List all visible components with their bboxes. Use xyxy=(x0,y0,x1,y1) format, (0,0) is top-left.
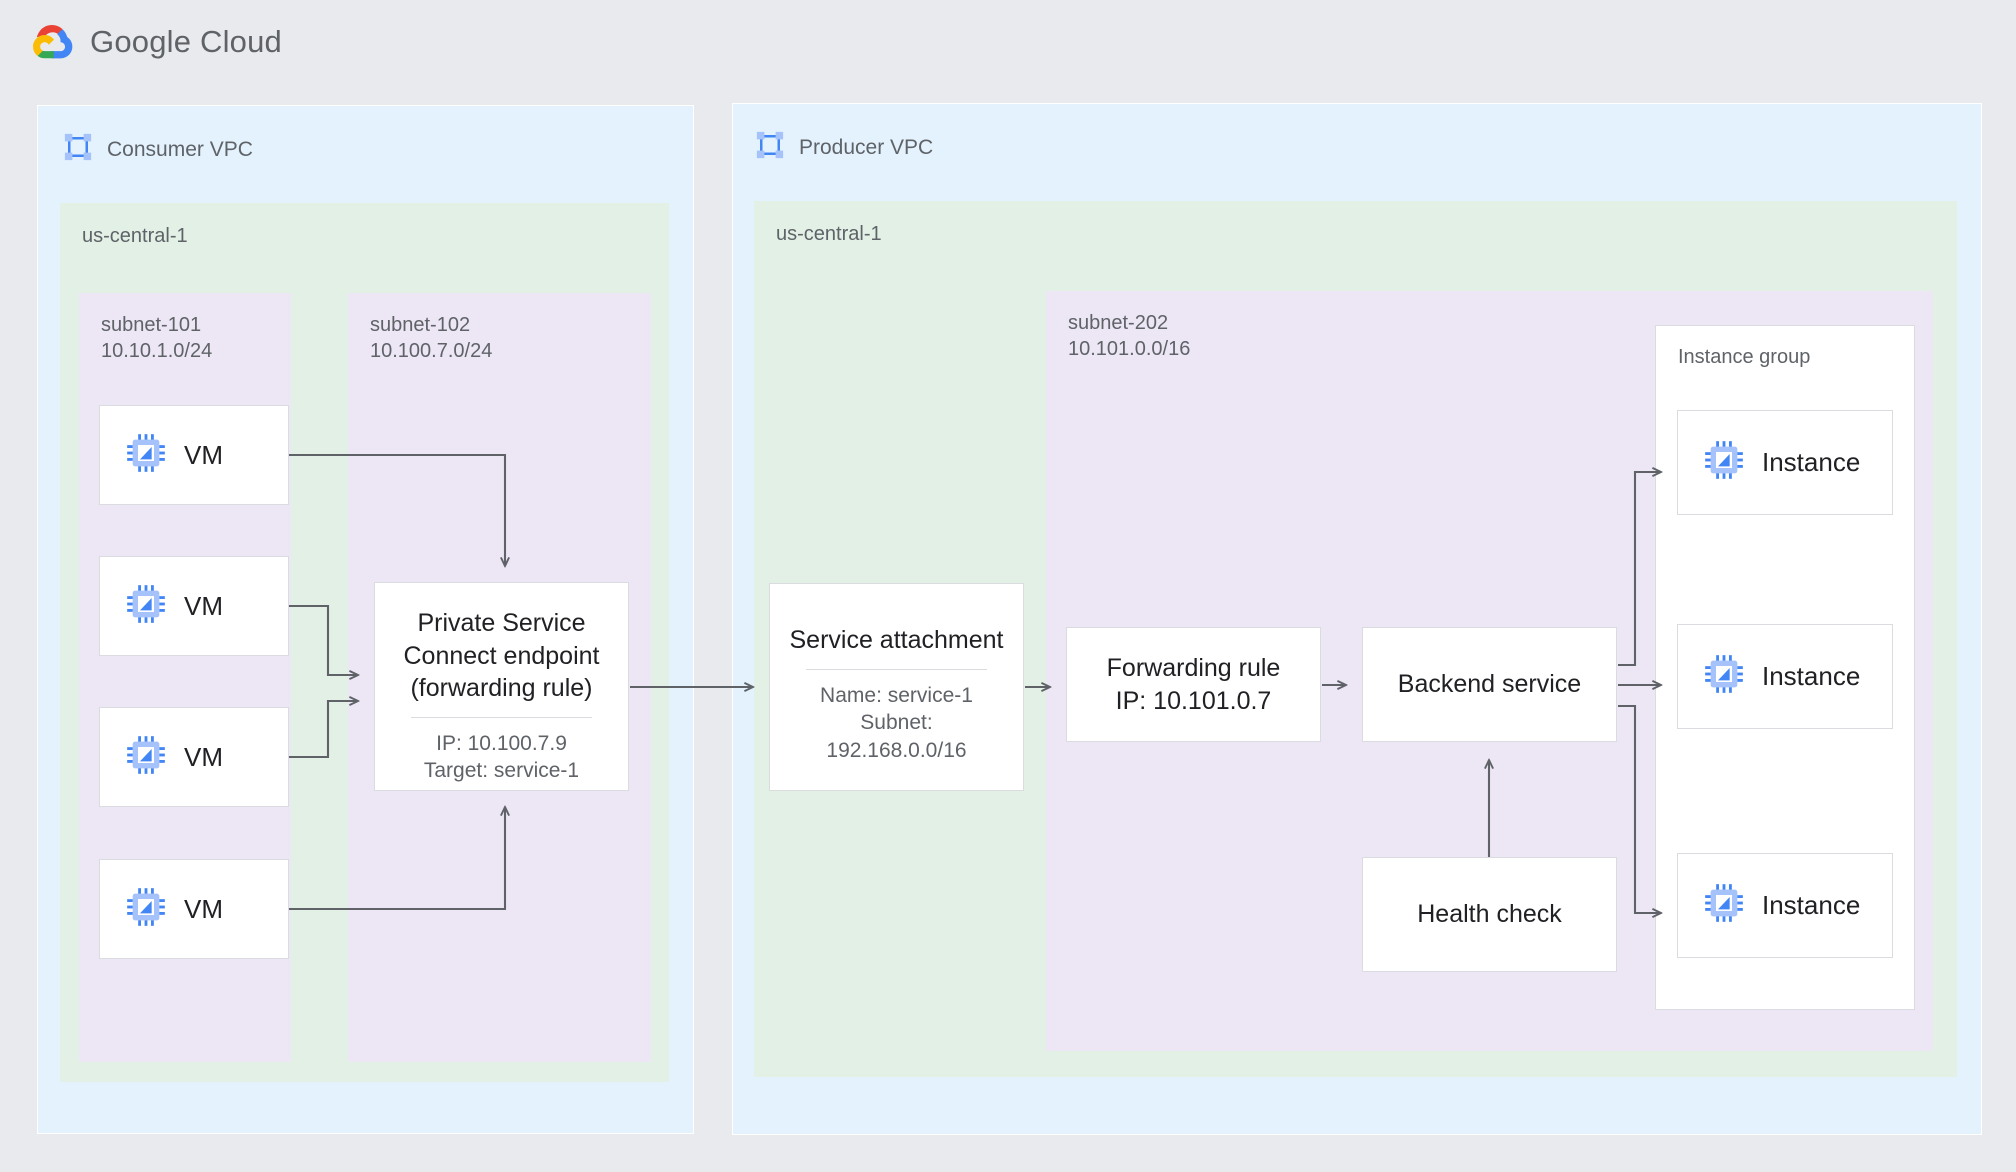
vm-card-2[interactable]: VM xyxy=(99,556,289,656)
vpc-icon xyxy=(755,130,785,165)
psc-endpoint-details: IP: 10.100.7.9 Target: service-1 xyxy=(385,730,618,785)
vm-chip-icon xyxy=(1704,654,1744,699)
subnet-101-label: subnet-101 10.10.1.0/24 xyxy=(101,313,212,364)
brand-name-secondary: Cloud xyxy=(200,24,282,59)
subnet-101-cidr: 10.10.1.0/24 xyxy=(101,339,213,362)
vm-chip-icon xyxy=(126,433,166,478)
psc-endpoint-title-line2: Connect endpoint xyxy=(403,641,600,670)
psc-endpoint-title-line3: (forwarding rule) xyxy=(410,674,593,702)
psc-endpoint-title-line1: Private Service xyxy=(417,609,586,637)
instance-card-1-label: Instance xyxy=(1762,447,1861,477)
subnet-102-name: subnet-102 xyxy=(370,314,471,336)
instance-card-3[interactable]: Instance xyxy=(1677,853,1893,958)
consumer-region-label: us-central-1 xyxy=(82,225,188,247)
backend-service-title: Backend service xyxy=(1397,670,1582,699)
producer-region-label: us-central-1 xyxy=(776,223,882,245)
subnet-102-cidr: 10.100.7.0/24 xyxy=(370,339,493,362)
service-attachment-title: Service attachment xyxy=(789,626,1004,654)
subnet-102-label: subnet-102 10.100.7.0/24 xyxy=(370,313,492,364)
service-attachment-divider xyxy=(806,668,987,670)
subnet-202-name: subnet-202 xyxy=(1068,312,1169,334)
consumer-vpc-label: Consumer VPC xyxy=(107,137,253,161)
health-check-title: Health check xyxy=(1417,900,1562,929)
vm-chip-icon xyxy=(126,735,166,780)
service-attachment-subnet-cidr: 192.168.0.0/16 xyxy=(826,738,967,762)
forwarding-rule-text: Forwarding rule IP: 10.101.0.7 xyxy=(1107,652,1281,717)
forwarding-rule-ip: IP: 10.101.0.7 xyxy=(1115,686,1272,715)
vm-card-1-label: VM xyxy=(184,439,223,470)
brand-name-primary: Google xyxy=(90,24,192,59)
brand-header: Google Cloud xyxy=(30,22,282,62)
health-check-card[interactable]: Health check xyxy=(1362,857,1617,972)
instance-card-3-label: Instance xyxy=(1762,890,1861,920)
psc-endpoint-ip: IP: 10.100.7.9 xyxy=(436,731,567,755)
subnet-202-cidr: 10.101.0.0/16 xyxy=(1068,337,1191,360)
vpc-icon xyxy=(63,132,93,167)
vm-chip-icon xyxy=(126,584,166,629)
instance-card-2[interactable]: Instance xyxy=(1677,624,1893,729)
brand-name: Google Cloud xyxy=(90,24,282,60)
vm-card-3[interactable]: VM xyxy=(99,707,289,807)
service-attachment-details: Name: service-1 Subnet: 192.168.0.0/16 xyxy=(780,682,1013,765)
producer-vpc-header: Producer VPC xyxy=(755,130,933,165)
google-cloud-logo xyxy=(30,22,76,62)
instance-card-1[interactable]: Instance xyxy=(1677,410,1893,515)
psc-endpoint-divider xyxy=(411,716,592,718)
vm-card-3-label: VM xyxy=(184,741,223,772)
instance-group-label: Instance group xyxy=(1678,346,1811,368)
instance-card-2-label: Instance xyxy=(1762,661,1861,691)
subnet-101-name: subnet-101 xyxy=(101,314,202,336)
psc-endpoint-card[interactable]: Private Service Connect endpoint (forwar… xyxy=(374,582,629,791)
consumer-vpc-header: Consumer VPC xyxy=(63,132,253,167)
subnet-202-label: subnet-202 10.101.0.0/16 xyxy=(1068,311,1190,362)
psc-endpoint-title: Private Service Connect endpoint (forwar… xyxy=(385,607,618,705)
service-attachment-subnet-label: Subnet: xyxy=(860,711,933,735)
vm-card-1[interactable]: VM xyxy=(99,405,289,505)
forwarding-rule-title: Forwarding rule xyxy=(1106,654,1281,682)
vm-chip-icon xyxy=(1704,440,1744,485)
vm-chip-icon xyxy=(126,887,166,932)
service-attachment-name: Name: service-1 xyxy=(820,683,973,707)
vm-chip-icon xyxy=(1704,883,1744,928)
producer-vpc-label: Producer VPC xyxy=(799,135,934,159)
vm-card-4-label: VM xyxy=(184,893,223,924)
vm-card-2-label: VM xyxy=(184,590,223,621)
service-attachment-card[interactable]: Service attachment Name: service-1 Subne… xyxy=(769,583,1024,791)
vm-card-4[interactable]: VM xyxy=(99,859,289,959)
backend-service-card[interactable]: Backend service xyxy=(1362,627,1617,742)
forwarding-rule-card[interactable]: Forwarding rule IP: 10.101.0.7 xyxy=(1066,627,1321,742)
psc-endpoint-target: Target: service-1 xyxy=(423,759,580,783)
